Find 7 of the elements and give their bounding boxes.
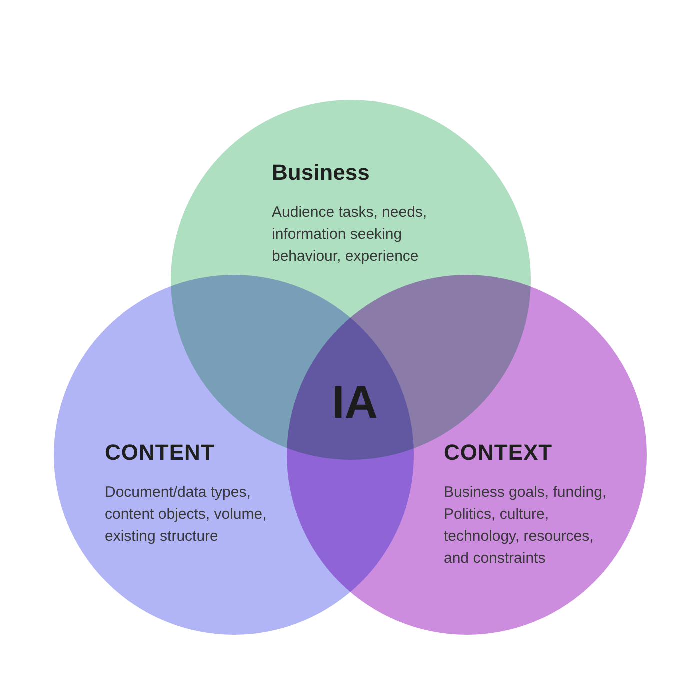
- circle-description: Audience tasks, needs, information seeking behaviour, experience: [272, 203, 428, 267]
- circle-heading: CONTENT: [105, 440, 215, 466]
- circle-heading: Business: [272, 160, 370, 186]
- circle-heading: CONTEXT: [444, 440, 553, 466]
- circle-description: Document/data types, content objects, volume, existing structure: [105, 483, 268, 547]
- circle-description: Business goals, funding, Politics, culture, technology, resources, and constraints: [444, 483, 608, 569]
- center-label: IA: [332, 377, 378, 427]
